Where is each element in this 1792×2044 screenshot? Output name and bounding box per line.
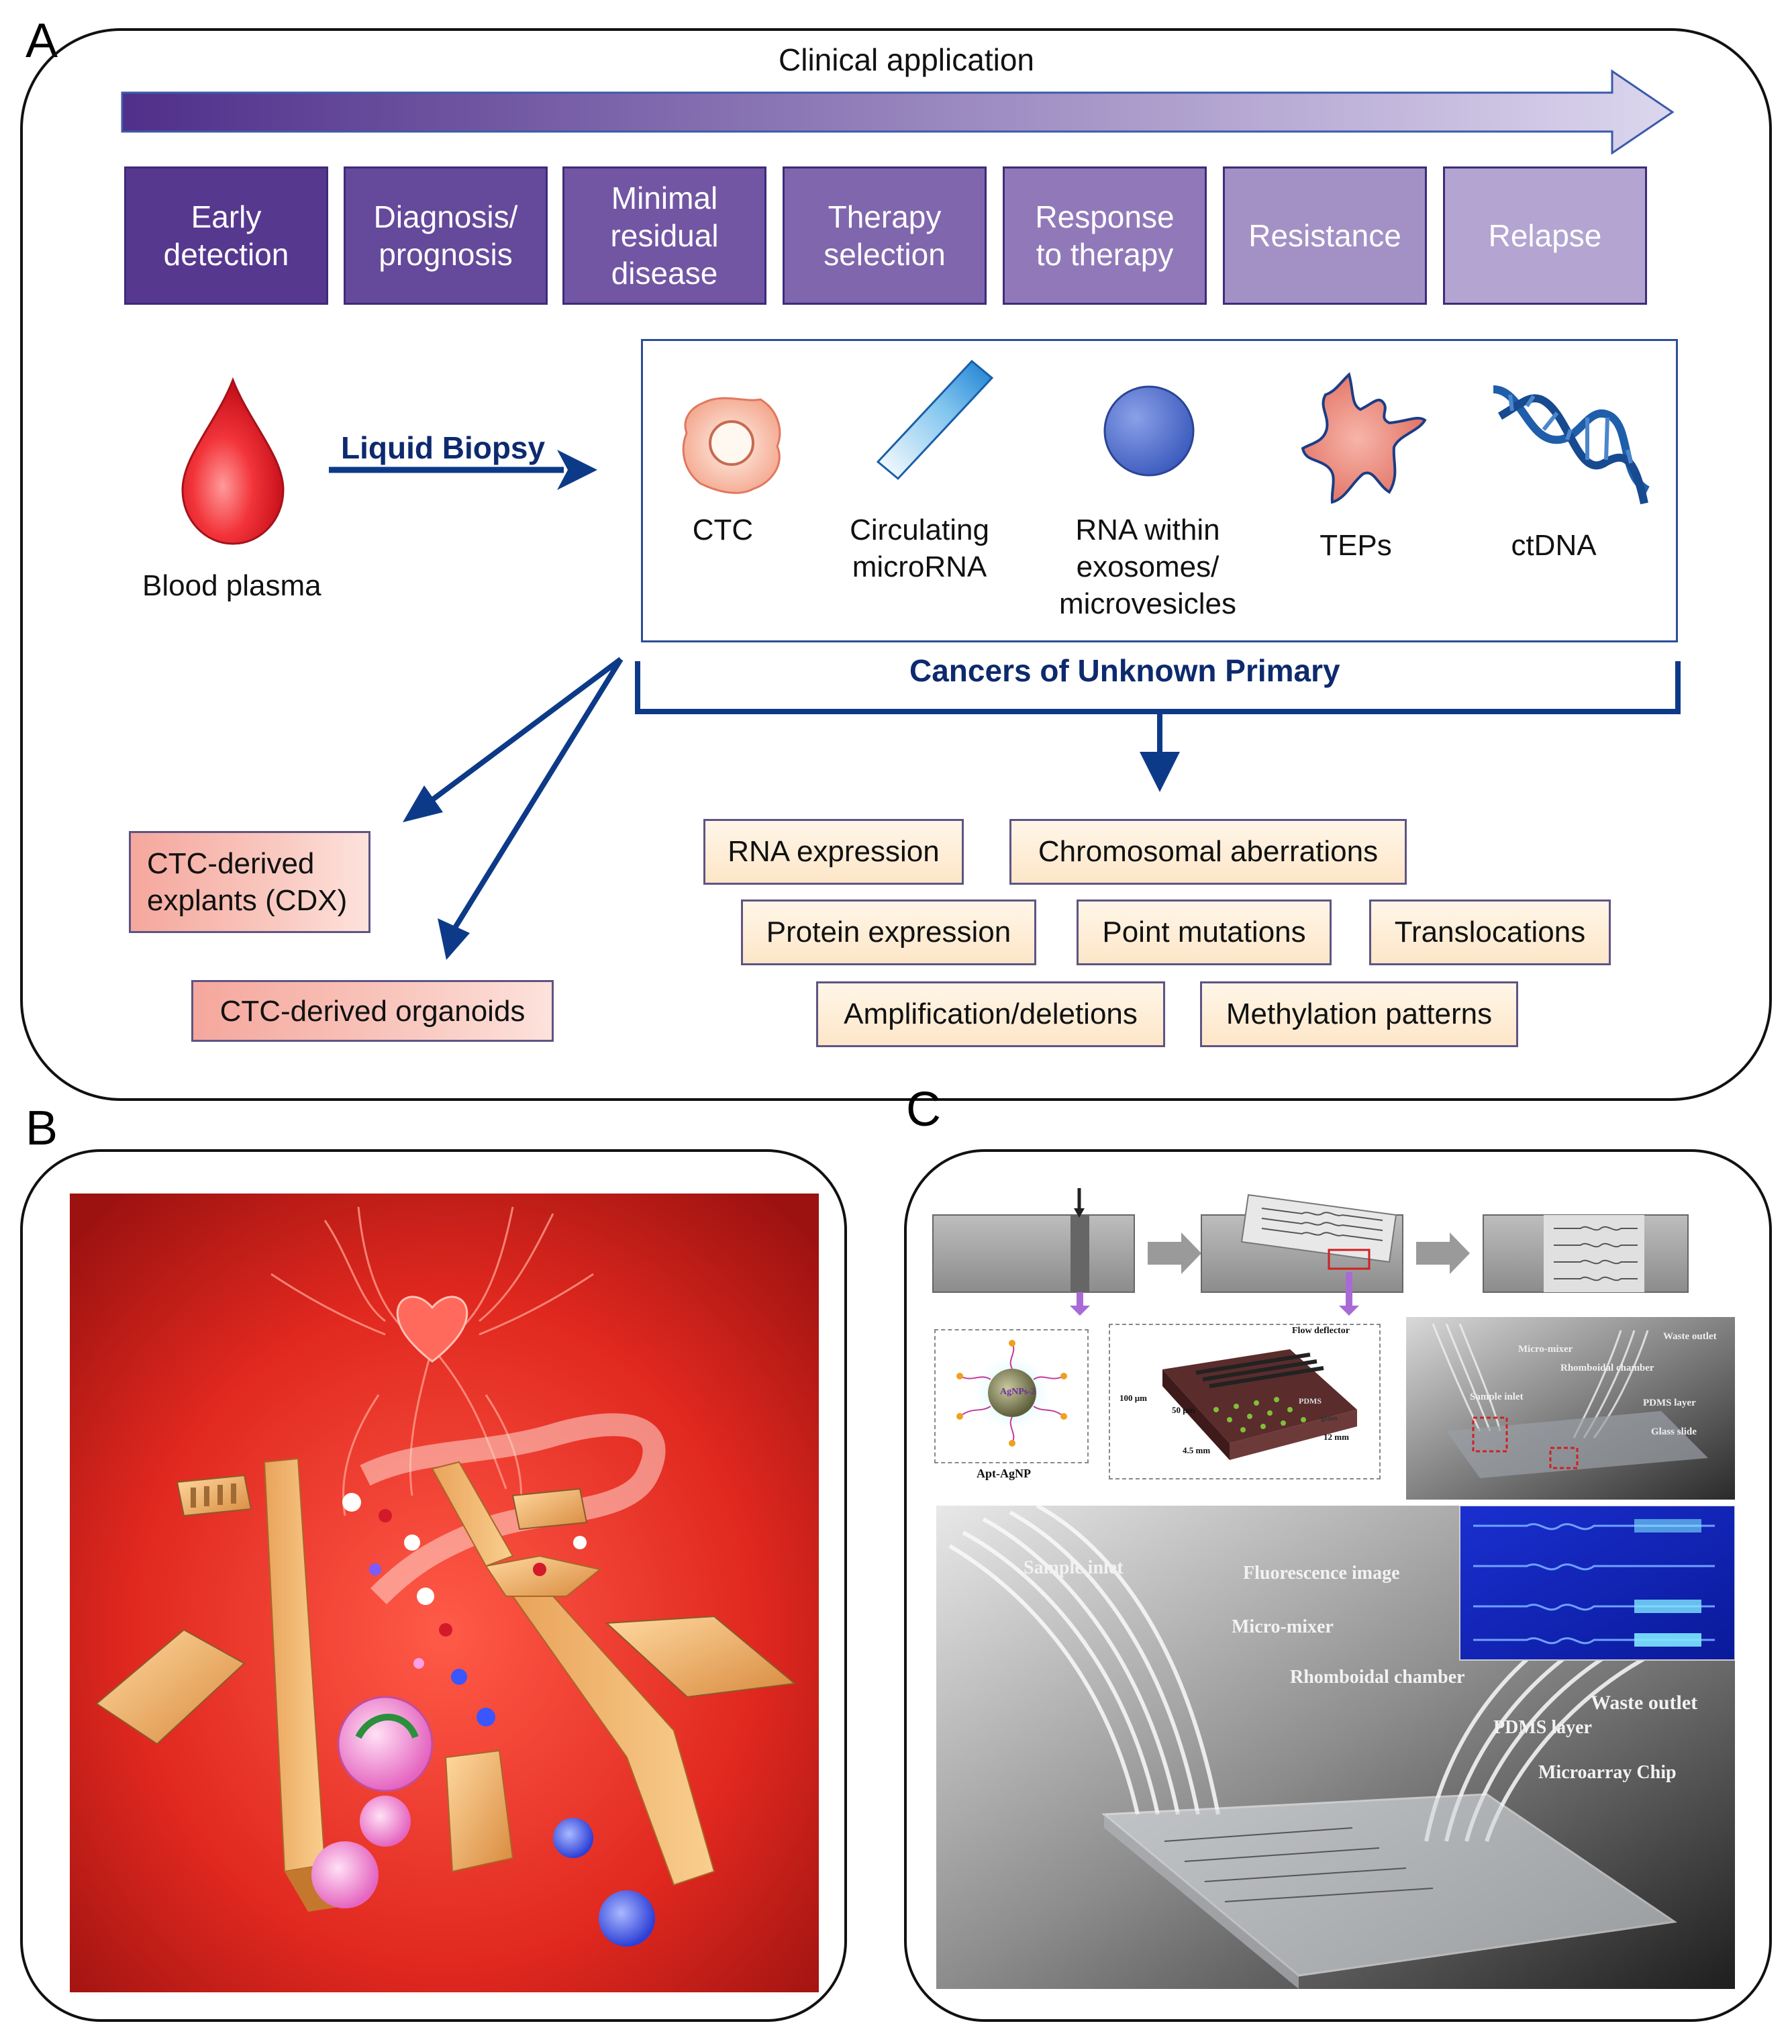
marker-label-microrna: Circulating microRNA: [850, 514, 989, 583]
microrna-strand-icon: [876, 359, 994, 481]
small-photo-label-pdms: PDMS layer: [1643, 1398, 1696, 1408]
analysis-methylation-patterns: Methylation patterns: [1200, 981, 1518, 1047]
marker-label-exosome-rna: RNA within exosomes/ microvesicles: [1058, 514, 1237, 620]
ctc-model-arrows: [403, 656, 624, 960]
small-photo-label-rhomboidal: Rhomboidal chamber: [1560, 1363, 1654, 1373]
cup-bracket: [635, 661, 1681, 792]
marker-label-teps: TEPs: [1320, 529, 1392, 562]
stage-relapse: Relapse: [1443, 166, 1647, 305]
marker-label-ctdna: ctDNA: [1511, 529, 1597, 562]
chip-photo-large: [936, 1506, 1735, 1989]
panel-c-frame: [904, 1149, 1772, 2022]
flow-deflector-label: Flow deflector: [1292, 1326, 1350, 1336]
stage-minimal-residual-disease: Minimal residual disease: [562, 166, 766, 305]
microfluidic-illustration: [70, 1194, 819, 1992]
chip-photo-small: [1406, 1317, 1735, 1500]
chip-structure-inset: [1109, 1324, 1381, 1479]
large-photo-label-pdms: PDMS layer: [1493, 1717, 1592, 1738]
analysis-amplification-deletions: Amplification/deletions: [816, 981, 1165, 1047]
blood-drop-icon: [181, 377, 285, 545]
glass-small-label: glass: [1321, 1413, 1338, 1422]
ctdna-helix-icon: [1493, 385, 1650, 505]
large-photo-label-rhomboidal: Rhomboidal chamber: [1290, 1667, 1465, 1688]
cup-label: Cancers of Unknown Primary: [909, 653, 1340, 688]
exosome-sphere-icon: [1103, 385, 1195, 477]
analysis-protein-expression: Protein expression: [741, 899, 1036, 965]
analysis-rna-expression: RNA expression: [703, 819, 964, 885]
fabrication-steps-diagram: [932, 1188, 1689, 1316]
blood-plasma-label: Blood plasma: [142, 569, 321, 602]
ctc-cell-icon: [682, 397, 781, 494]
stage-resistance: Resistance: [1223, 166, 1427, 305]
large-photo-label-waste-outlet: Waste outlet: [1591, 1692, 1698, 1714]
large-photo-label-micro-mixer: Micro-mixer: [1232, 1616, 1334, 1637]
agnp-particle-icon: [956, 1340, 1067, 1447]
agnp-core-label: AgNPs-2: [1000, 1387, 1036, 1397]
ctc-derived-organoids-box: CTC-derived organoids: [191, 980, 554, 1042]
chip-structure-drawing: [1162, 1349, 1357, 1460]
stage-diagnosis-prognosis: Diagnosis/ prognosis: [344, 166, 548, 305]
stage-early-detection: Early detection: [124, 166, 328, 305]
stage-response-to-therapy: Response to therapy: [1003, 166, 1207, 305]
dim-50um-label: 50 μm: [1172, 1405, 1195, 1415]
clinical-application-title: Clinical application: [779, 42, 1034, 77]
analysis-translocations: Translocations: [1369, 899, 1611, 965]
apt-agnp-inset: [934, 1329, 1089, 1463]
small-photo-label-micro-mixer: Micro-mixer: [1518, 1344, 1573, 1355]
clinical-application-arrow: [121, 69, 1675, 154]
liquid-biopsy-arrow: [329, 450, 597, 490]
analysis-chromosomal-aberrations: Chromosomal aberrations: [1009, 819, 1407, 885]
tep-platelet-icon: [1301, 372, 1427, 504]
dim-100um-label: 100 μm: [1119, 1393, 1147, 1403]
panel-label-c: C: [906, 1083, 941, 1136]
ctc-derived-explants-box: CTC-derived explants (CDX): [129, 831, 370, 933]
small-photo-label-glass-slide: Glass slide: [1651, 1426, 1697, 1437]
large-photo-label-fluorescence: Fluorescence image: [1243, 1563, 1400, 1584]
marker-label-ctc: CTC: [692, 514, 754, 546]
analysis-point-mutations: Point mutations: [1077, 899, 1332, 965]
large-photo-label-chip: Microarray Chip: [1538, 1762, 1677, 1783]
panel-a-frame: [20, 28, 1772, 1101]
large-photo-label-sample-inlet: Sample inlet: [1024, 1557, 1124, 1578]
liquid-biopsy-label: Liquid Biopsy: [341, 430, 546, 465]
panel-label-b: B: [26, 1102, 58, 1155]
stage-therapy-selection: Therapy selection: [783, 166, 987, 305]
dim-12mm-label: 12 mm: [1324, 1432, 1349, 1442]
pdms-small-label: PDMS: [1299, 1396, 1322, 1406]
apt-agnp-label: Apt-AgNP: [977, 1467, 1031, 1480]
small-photo-label-sample-inlet: Sample inlet: [1470, 1392, 1524, 1402]
dim-45mm-label: 4.5 mm: [1183, 1445, 1211, 1455]
biomarker-box: [641, 339, 1678, 642]
panel-b-frame: [20, 1149, 847, 2022]
small-photo-label-waste-outlet: Waste outlet: [1663, 1331, 1717, 1342]
